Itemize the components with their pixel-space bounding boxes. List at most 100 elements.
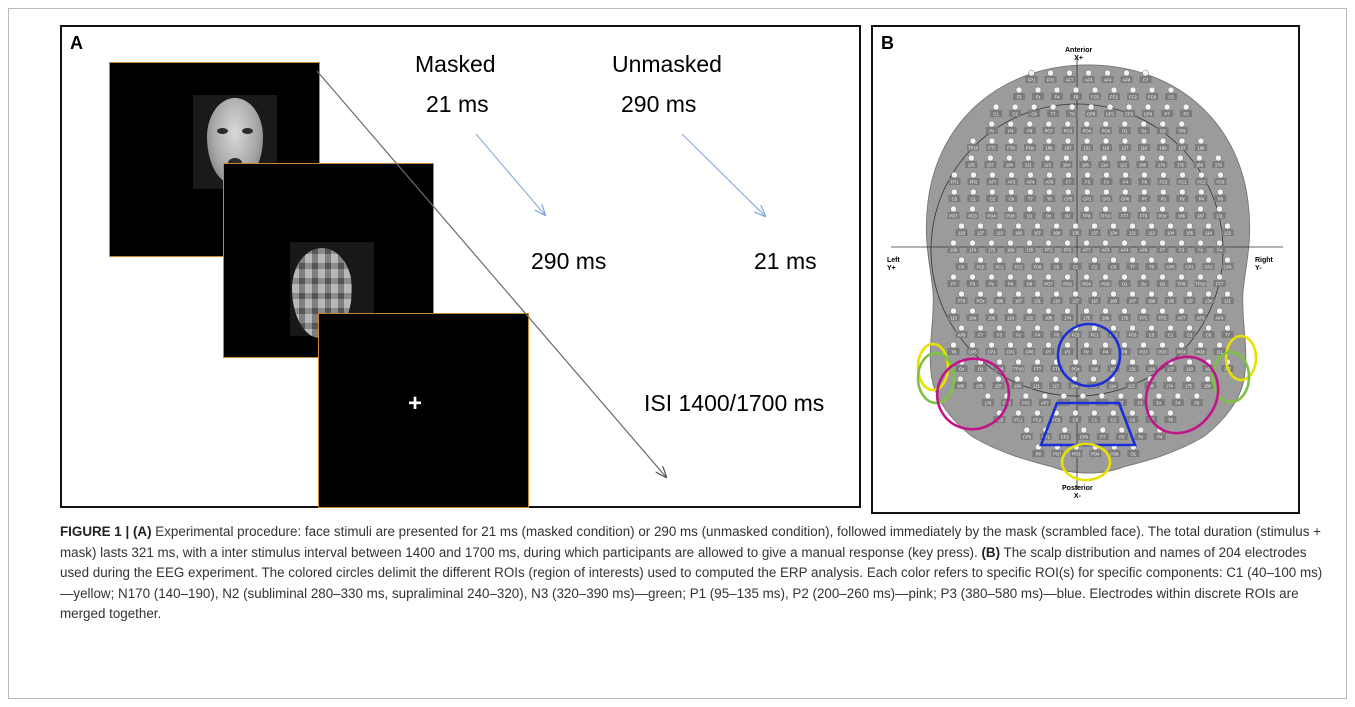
- right-axis: Y-: [1255, 265, 1262, 272]
- electrode: T7: [1221, 324, 1234, 338]
- electrode: 166: [1193, 154, 1206, 168]
- electrode-tag: [1221, 229, 1234, 236]
- electrode-dot: [1053, 86, 1061, 94]
- electrode: FC2: [1127, 86, 1140, 100]
- electrode-label: PO7: [1053, 452, 1062, 457]
- electrode: CP6: [1023, 341, 1036, 355]
- electrode-label: P4: [1199, 197, 1205, 202]
- electrode: P7: [1161, 103, 1174, 117]
- electrode: PO7: [947, 205, 960, 219]
- electrode-tag: [1157, 178, 1170, 185]
- electrode-label: Oz: [959, 367, 964, 372]
- electrode-label: 135: [968, 163, 976, 168]
- electrode-label: 131: [1084, 146, 1092, 151]
- electrode-label: PO7: [1044, 282, 1053, 287]
- electrode-dot: [1178, 239, 1185, 247]
- electrode-dot: [1141, 188, 1148, 196]
- electrode-dot: [1129, 409, 1136, 417]
- electrode-tag: [1050, 331, 1063, 338]
- electrode-tag: [985, 127, 998, 134]
- electrode-tag: [1096, 433, 1109, 440]
- electrode: CP5: [1062, 188, 1075, 202]
- anterior-label: Anterior X+: [1065, 47, 1092, 63]
- electrode-dot: [1178, 120, 1185, 128]
- electrode-label: 137: [995, 384, 1003, 389]
- electrode: AF8: [955, 324, 968, 338]
- electrode-tag: [947, 212, 960, 219]
- posterior-text: Posterior: [1062, 485, 1093, 492]
- electrode-dot: [1015, 256, 1022, 264]
- electrode-dot: [1102, 137, 1110, 145]
- electrode-tag: [1171, 399, 1184, 406]
- electrode-label: FP2: [1022, 401, 1030, 406]
- electrode: 137: [984, 154, 997, 168]
- electrode-dot: [1007, 341, 1014, 349]
- electrode-tag: [1080, 280, 1093, 287]
- electrode-label: 110: [1091, 299, 1098, 304]
- electrode-label: 113: [1044, 163, 1051, 168]
- electrode-tag: [1013, 93, 1026, 100]
- electrode-dot: [1198, 188, 1205, 196]
- electrode-dot: [1159, 273, 1166, 281]
- electrode-label: 176: [1215, 163, 1223, 168]
- electrode-tag: [948, 178, 961, 185]
- electrode-tag: [1137, 127, 1150, 134]
- anterior-text: Anterior: [1065, 47, 1093, 54]
- electrode-tag: [993, 263, 1006, 270]
- electrode-dot: [1129, 222, 1136, 230]
- electrode-tag: [1175, 127, 1188, 134]
- electrode-dot: [969, 341, 976, 349]
- electrode: 176: [1023, 239, 1036, 253]
- electrode-tag: [1012, 297, 1025, 304]
- electrode-tag: [985, 246, 998, 253]
- electrode-label: C5: [1168, 95, 1174, 100]
- electrode-tag: [1030, 382, 1043, 389]
- electrode: P8: [1118, 341, 1131, 355]
- electrode: PO3: [1156, 341, 1169, 355]
- electrode-label: P7: [951, 282, 957, 287]
- electrode-tag: [967, 144, 980, 151]
- electrode-dot: [1224, 324, 1231, 332]
- electrode-tag: [1062, 144, 1075, 151]
- electrode: PO8: [1099, 120, 1112, 134]
- electrode: AF7: [1080, 239, 1093, 253]
- electrode-tag: [1003, 161, 1016, 168]
- electrode: C5: [948, 188, 961, 202]
- electrode-tag: [1023, 314, 1036, 321]
- electrode: 187: [1062, 137, 1075, 151]
- electrode-dot: [1128, 375, 1135, 383]
- electrode-tag: [1004, 246, 1017, 253]
- electrode-dot: [988, 273, 995, 281]
- electrode-tag: [1138, 178, 1151, 185]
- electrode-dot: [977, 256, 984, 264]
- electrode-label: F4: [1175, 401, 1181, 406]
- electrode-label: 127: [1122, 146, 1130, 151]
- electrode-dot: [1091, 358, 1098, 366]
- electrode: F7: [1062, 171, 1075, 185]
- electrode-tag: [1080, 246, 1093, 253]
- electrode-dot: [1026, 120, 1033, 128]
- electrode-dot: [1163, 103, 1171, 111]
- electrode: C2: [1009, 103, 1022, 117]
- roi-pink-left: [935, 357, 1011, 431]
- electrode-dot: [1216, 205, 1223, 213]
- electrode: FC6: [1146, 86, 1159, 100]
- electrode-dot: [969, 205, 976, 213]
- electrode-label: 168: [1198, 146, 1206, 151]
- electrode-label: CP2: [1125, 112, 1134, 117]
- electrode: O1: [1118, 120, 1131, 134]
- electrode-tag: [1050, 416, 1063, 423]
- electrode: FP2: [1044, 69, 1057, 83]
- electrode-label: 174: [1064, 316, 1072, 321]
- electrode: PO3: [1061, 273, 1074, 287]
- electrode-dot: [1160, 171, 1167, 179]
- electrode-tag: [1050, 229, 1063, 236]
- electrode: 113: [1049, 375, 1062, 389]
- electrode-label: 186: [1091, 367, 1099, 372]
- electrode-dot: [988, 341, 995, 349]
- electrode-dot: [995, 375, 1002, 383]
- electrode-label: O2: [1160, 282, 1166, 287]
- electrode-dot: [1061, 426, 1069, 434]
- electrode: 108: [1042, 307, 1055, 321]
